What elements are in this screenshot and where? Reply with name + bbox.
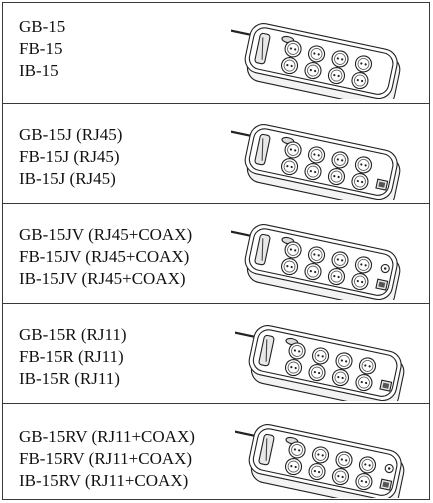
model-label: FB-15 [19, 39, 63, 58]
model-label: GB-15 [19, 17, 66, 36]
product-row: GB-15 FB-15 IB-15 [3, 3, 429, 103]
model-label: IB-15J (RJ45) [19, 169, 116, 188]
model-labels: GB-15 FB-15 IB-15 [19, 16, 65, 82]
model-labels: GB-15RV (RJ11+COAX) FB-15RV (RJ11+COAX) … [19, 426, 195, 492]
model-label: IB-15 [19, 61, 59, 80]
model-label: FB-15J (RJ45) [19, 147, 120, 166]
model-labels: GB-15J (RJ45) FB-15J (RJ45) IB-15J (RJ45… [19, 124, 122, 190]
product-row: GB-15J (RJ45) FB-15J (RJ45) IB-15J (RJ45… [3, 103, 429, 203]
model-label: GB-15JV (RJ45+COAX) [19, 225, 193, 244]
power-strip-image [231, 224, 401, 300]
model-labels: GB-15R (RJ11) FB-15R (RJ11) IB-15R (RJ11… [19, 324, 127, 390]
model-label: GB-15R (RJ11) [19, 325, 127, 344]
model-label: GB-15RV (RJ11+COAX) [19, 427, 195, 446]
power-strip-image [235, 424, 405, 498]
power-strip-image [231, 124, 401, 200]
model-label: IB-15RV (RJ11+COAX) [19, 471, 189, 490]
power-strip-image [235, 325, 405, 401]
model-label: FB-15R (RJ11) [19, 347, 124, 366]
product-row: GB-15JV (RJ45+COAX) FB-15JV (RJ45+COAX) … [3, 203, 429, 303]
model-label: FB-15RV (RJ11+COAX) [19, 449, 193, 468]
model-label: IB-15R (RJ11) [19, 369, 120, 388]
model-label: FB-15JV (RJ45+COAX) [19, 247, 190, 266]
power-strip-image [231, 23, 401, 99]
product-table: GB-15 FB-15 IB-15 GB-15J (RJ45) FB-15J (… [2, 2, 430, 500]
product-row: GB-15R (RJ11) FB-15R (RJ11) IB-15R (RJ11… [3, 303, 429, 403]
model-label: IB-15JV (RJ45+COAX) [19, 269, 186, 288]
model-labels: GB-15JV (RJ45+COAX) FB-15JV (RJ45+COAX) … [19, 224, 192, 290]
model-label: GB-15J (RJ45) [19, 125, 123, 144]
product-row: GB-15RV (RJ11+COAX) FB-15RV (RJ11+COAX) … [3, 403, 429, 501]
